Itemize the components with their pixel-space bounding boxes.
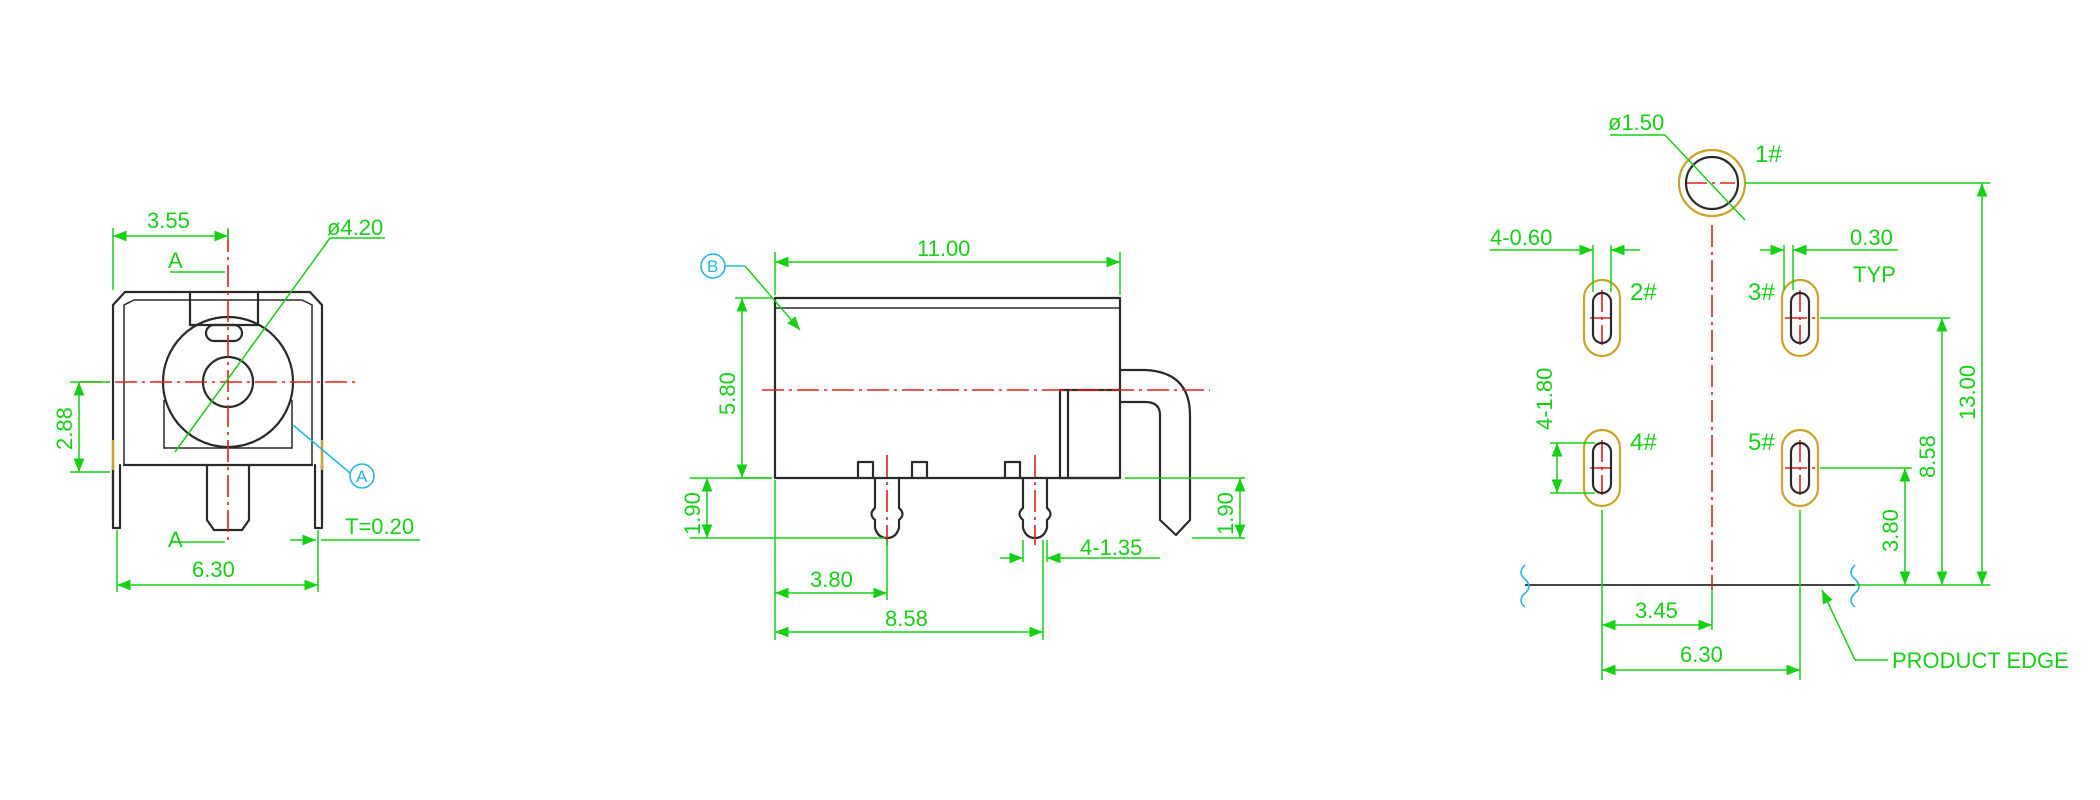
pad-width-label: 0.30 — [1850, 225, 1893, 250]
side-view: 11.00 B 5.80 1.90 1.90 4-1.35 3.80 — [680, 236, 1246, 640]
hole-diameter-label: ø1.50 — [1608, 110, 1664, 135]
row2-height-label: 3.80 — [1878, 509, 1903, 552]
front-bottom-width-label: 6.30 — [192, 557, 235, 582]
pin4-label: 4# — [1630, 429, 1657, 456]
slot-pin2 — [1582, 278, 1622, 358]
slot-width-label: 4-0.60 — [1490, 225, 1552, 250]
side-pin-width-label: 4-1.35 — [1080, 535, 1142, 560]
slot-length-label: 4-1.80 — [1532, 368, 1557, 430]
center-offset-label: 3.45 — [1635, 598, 1678, 623]
front-top-width-label: 3.55 — [147, 208, 190, 233]
pad-typ-label: TYP — [1853, 262, 1896, 287]
side-pin-spacing-label: 8.58 — [885, 606, 928, 631]
pin3-label: 3# — [1748, 279, 1775, 306]
section-a-top-label: A — [168, 248, 183, 273]
pin5-label: 5# — [1748, 429, 1775, 456]
side-pin-height-right-label: 1.90 — [1213, 492, 1238, 535]
slot-pin3 — [1780, 278, 1820, 358]
total-height-label: 13.00 — [1955, 365, 1980, 420]
pin2-label: 2# — [1630, 279, 1657, 306]
side-height-label: 5.80 — [715, 372, 740, 415]
slot-pin4 — [1582, 428, 1622, 508]
front-thickness-label: T=0.20 — [345, 514, 414, 539]
pin1-label: 1# — [1755, 141, 1782, 168]
side-pin-offset-label: 3.80 — [810, 567, 853, 592]
datum-b-label: B — [707, 257, 718, 276]
section-a-bottom-label: A — [168, 527, 183, 552]
side-pin-height-left-label: 1.90 — [680, 492, 705, 535]
front-height-label: 2.88 — [52, 407, 77, 450]
product-edge-label: PRODUCT EDGE — [1892, 648, 2069, 673]
front-view: ø4.20 3.55 A 2.88 A A T=0.20 6.30 — [52, 208, 420, 592]
datum-a-label: A — [356, 467, 368, 486]
pcb-layout: 1# 2# 3# 4# 5# ø1.50 4-0.60 0.30 TYP 4-1… — [1490, 110, 2069, 680]
slot-pin5 — [1780, 428, 1820, 508]
row1-height-label: 8.58 — [1915, 435, 1940, 478]
side-length-label: 11.00 — [917, 236, 970, 261]
front-diameter-label: ø4.20 — [327, 215, 383, 240]
pcb-pin-spacing-label: 6.30 — [1680, 642, 1723, 667]
